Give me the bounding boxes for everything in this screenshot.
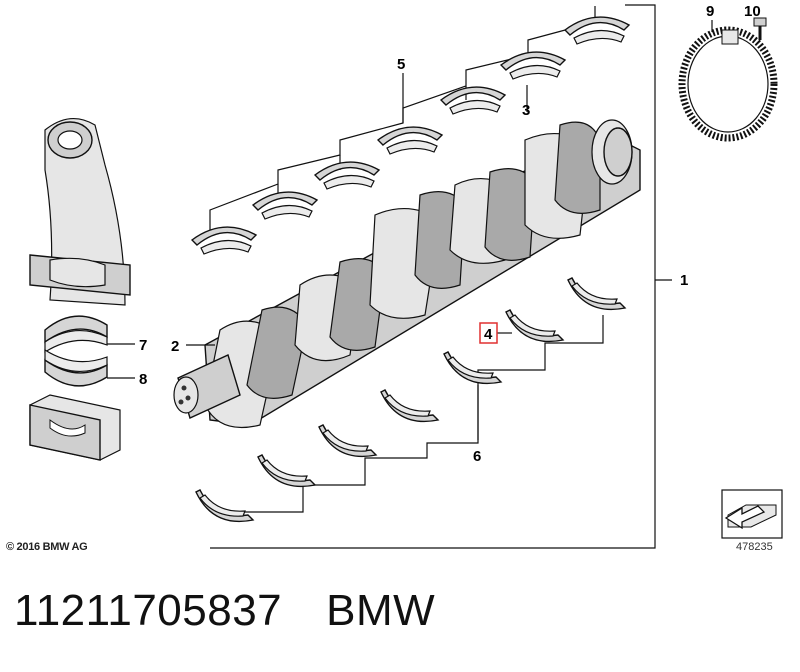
callout-3[interactable]: 3 [522,102,530,119]
callout-6[interactable]: 6 [473,448,481,465]
leader-lines [186,98,528,346]
part-number: 11211705837 [14,586,283,635]
callout-1[interactable]: 1 [680,272,688,289]
connecting-rod [29,118,131,306]
crankshaft [173,119,641,429]
callout-2[interactable]: 2 [171,338,179,355]
bolt [753,17,767,40]
frame-lines [210,4,672,549]
callout-7[interactable]: 7 [139,337,147,354]
increment-wheel [678,20,778,142]
diagram-symbol-icon [721,489,783,539]
callout-10[interactable]: 10 [744,3,761,20]
bearing-cap [29,394,121,461]
callout-4-highlight [479,322,498,344]
diagram-ref-number: 478235 [736,541,773,553]
lower-bearing-shells [195,277,627,523]
copyright-text: © 2016 BMW AG [6,541,88,553]
callout-8[interactable]: 8 [139,371,147,388]
brand-name: BMW [326,586,436,635]
rod-bearing-shells [44,315,135,387]
callout-4[interactable]: 4 [484,326,493,343]
caption: 11211705837 BMW [14,586,479,636]
callout-5[interactable]: 5 [397,56,405,73]
upper-bearing-shells [190,16,631,255]
callout-9[interactable]: 9 [706,3,714,20]
